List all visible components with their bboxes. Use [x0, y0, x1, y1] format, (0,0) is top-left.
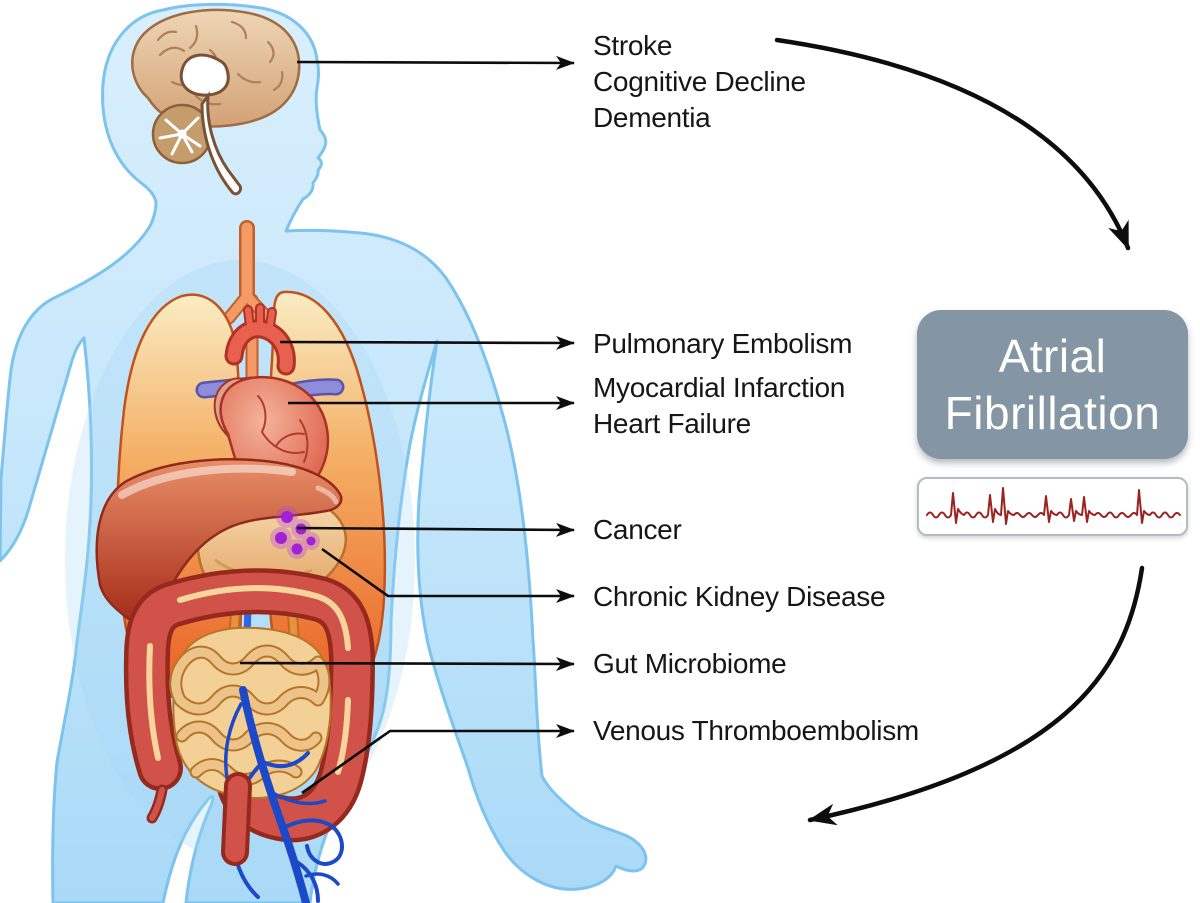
leader-veins [301, 724, 575, 795]
label-gut-microbiome: Gut Microbiome [593, 646, 787, 682]
ecg-strip [917, 477, 1188, 536]
arrow-top-to-afbox [774, 37, 1131, 251]
label-line: Cognitive Decline [593, 66, 806, 97]
leader-lines [239, 55, 575, 795]
brain-icon [131, 8, 301, 196]
leader-cancer [296, 522, 575, 537]
leader-gut [239, 656, 575, 671]
label-line: Pulmonary Embolism [593, 328, 853, 359]
af-box-line: Fibrillation [944, 386, 1161, 439]
ecg-trace [926, 486, 1181, 525]
atrial-fibrillation-box: Atrial Fibrillation [917, 310, 1188, 459]
label-line: Heart Failure [593, 408, 751, 439]
ecg-chart [926, 486, 1181, 525]
label-line: Stroke [593, 30, 673, 61]
af-box-line: Atrial [998, 329, 1107, 382]
label-line: Cancer [593, 514, 682, 545]
leader-kidney [321, 547, 575, 603]
label-brain-outcomes: Stroke Cognitive Decline Dementia [593, 28, 806, 136]
label-pulmonary-embolism: Pulmonary Embolism [593, 326, 852, 362]
cycle-arrows [774, 37, 1145, 826]
arrow-afbox-to-body [807, 565, 1145, 826]
label-line: Venous Thromboembolism [593, 715, 919, 746]
label-line: Myocardial Infarction [593, 372, 846, 403]
leader-brain [296, 55, 575, 70]
label-venous-thromboembolism: Venous Thromboembolism [593, 713, 919, 749]
label-heart-outcomes: Myocardial Infarction Heart Failure [593, 370, 845, 442]
leader-lungs [279, 335, 575, 350]
cancer-cells-icon [270, 506, 320, 559]
label-chronic-kidney-disease: Chronic Kidney Disease [593, 579, 886, 615]
label-line: Chronic Kidney Disease [593, 581, 886, 612]
rectum-icon [221, 772, 252, 866]
label-line: Gut Microbiome [593, 648, 787, 679]
label-cancer: Cancer [593, 512, 682, 548]
label-line: Dementia [593, 102, 711, 133]
